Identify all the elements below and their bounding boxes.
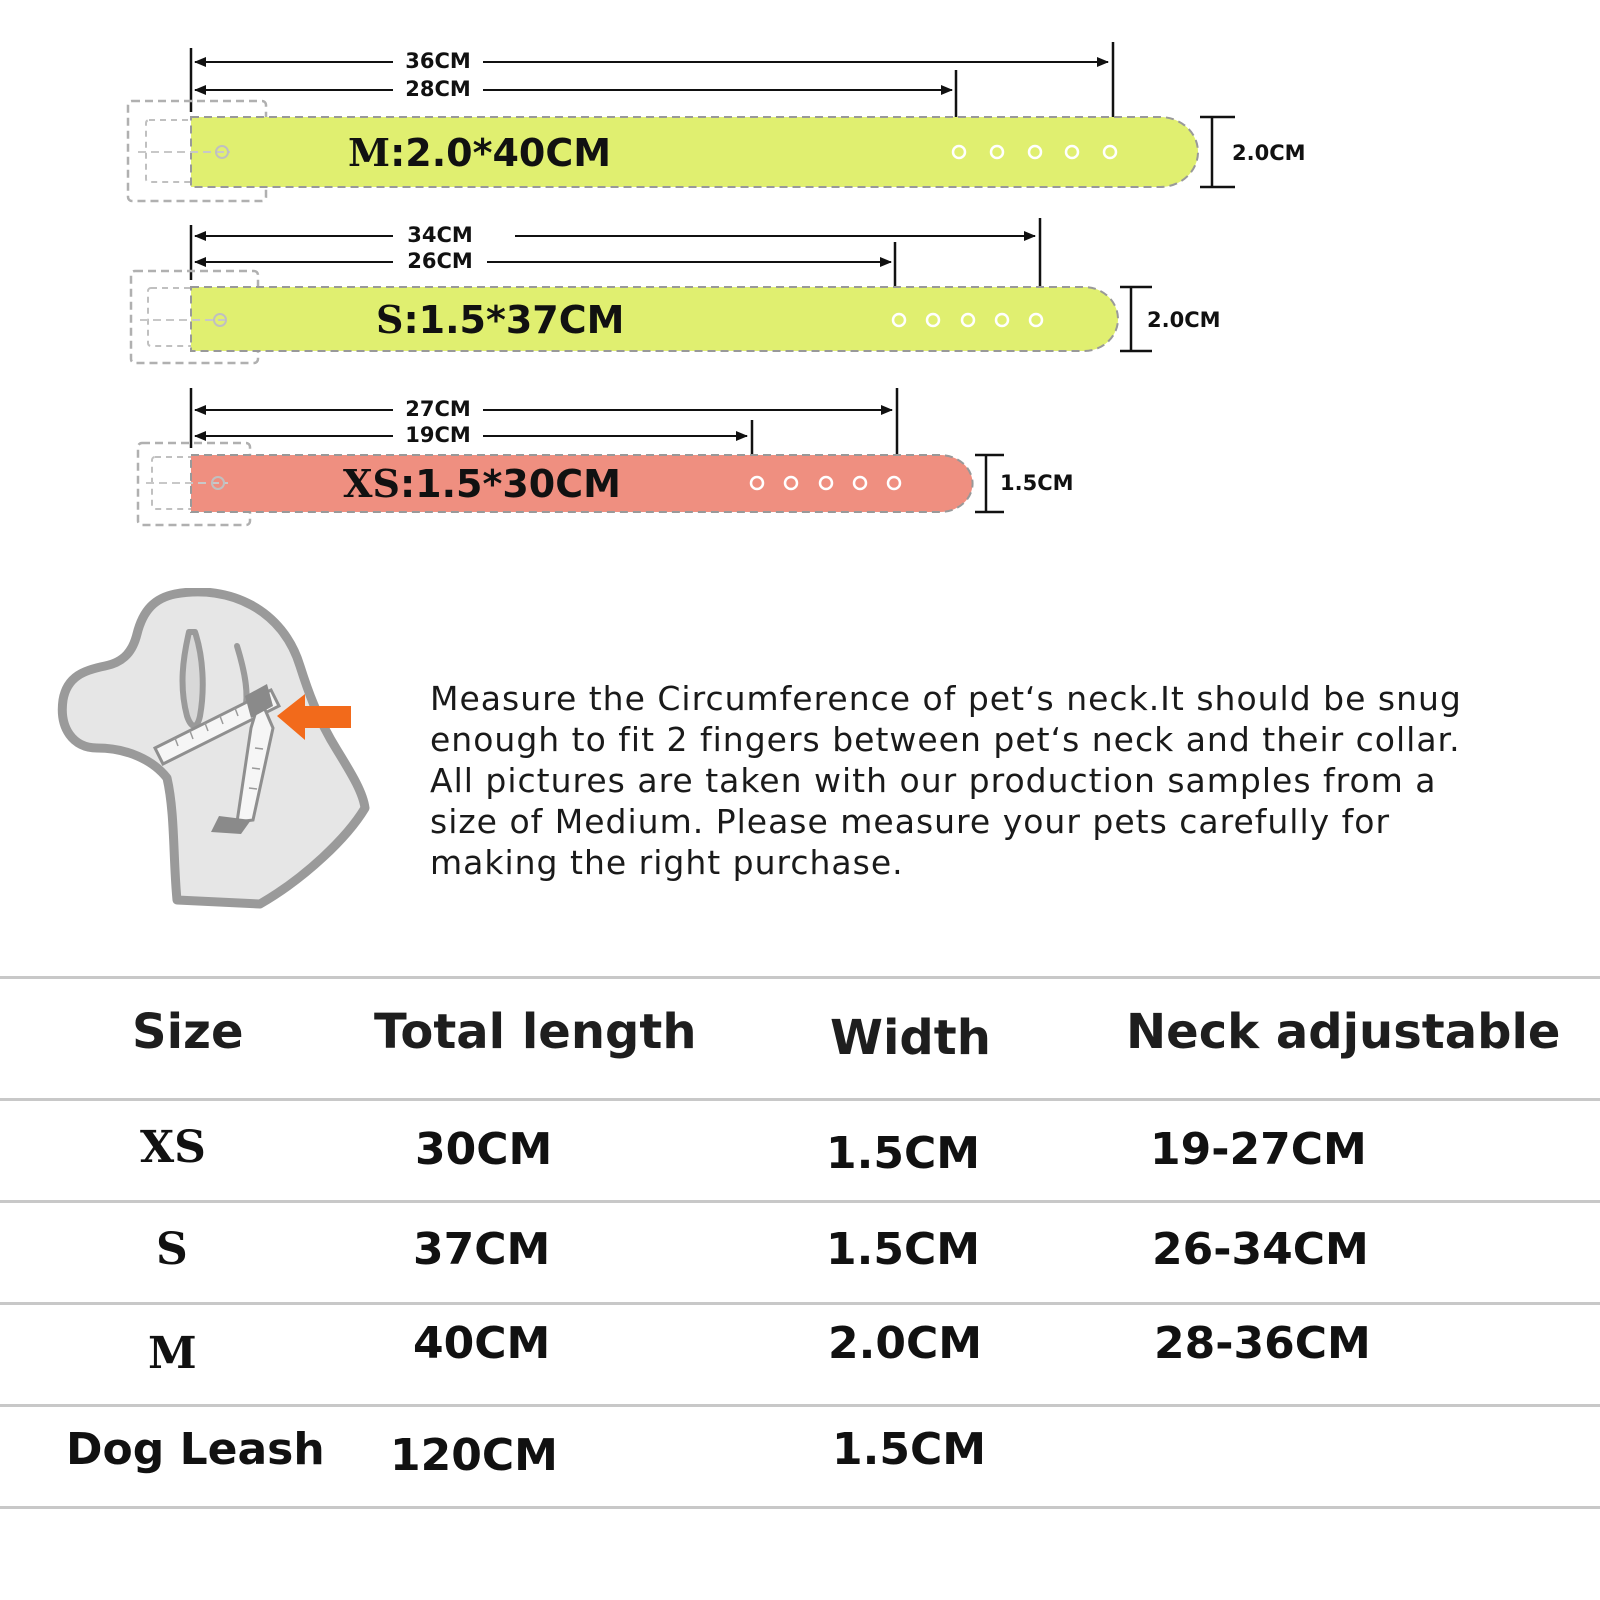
m-spec: :2.0*40CM	[390, 131, 611, 175]
row-leash-length: 120CM	[390, 1430, 558, 1481]
xs-width-label: 1.5CM	[1000, 471, 1074, 495]
dog-neck-measure-icon	[57, 588, 370, 909]
m-width-label: 2.0CM	[1232, 141, 1306, 165]
table-divider	[0, 1404, 1600, 1407]
instruction-line: All pictures are taken with our producti…	[430, 761, 1437, 800]
m-collar-label: M:2.0*40CM	[348, 130, 611, 175]
row-xs-neck: 19-27CM	[1150, 1124, 1367, 1175]
m-strap-holes	[951, 144, 1118, 160]
xs-collar-label: XS:1.5*30CM	[343, 461, 621, 506]
collar-diagram: 36CM 28CM M:2.0*40CM 2.0CM	[126, 42, 1306, 527]
xs-collar-strap	[190, 454, 974, 513]
collar-m: 36CM 28CM M:2.0*40CM 2.0CM	[126, 42, 1306, 203]
row-s-length: 37CM	[413, 1224, 551, 1275]
s-outer-dim-label: 34CM	[407, 223, 473, 247]
row-s-size: S	[156, 1224, 188, 1275]
instruction-line: Measure the Circumference of pet‘s neck.…	[430, 679, 1462, 718]
row-leash-width: 1.5CM	[832, 1424, 987, 1475]
header-total-length: Total length	[374, 1004, 697, 1060]
row-s-width: 1.5CM	[826, 1224, 981, 1275]
row-leash-size: Dog Leash	[66, 1424, 325, 1475]
size-table: Size Total length Width Neck adjustable …	[0, 976, 1600, 1509]
instruction-line: size of Medium. Please measure your pets…	[430, 802, 1391, 841]
row-m-neck: 28-36CM	[1154, 1318, 1371, 1369]
table-divider	[0, 1098, 1600, 1101]
table-divider	[0, 976, 1600, 979]
s-spec: :1.5*37CM	[403, 298, 624, 342]
s-width-label: 2.0CM	[1147, 308, 1221, 332]
table-divider	[0, 1200, 1600, 1203]
row-m-length: 40CM	[413, 1318, 551, 1369]
header-neck-adjustable: Neck adjustable	[1126, 1004, 1561, 1060]
instruction-line: enough to fit 2 fingers between pet‘s ne…	[430, 720, 1461, 759]
row-xs-width: 1.5CM	[826, 1128, 981, 1179]
row-m-width: 2.0CM	[828, 1318, 983, 1369]
s-collar-label: S:1.5*37CM	[376, 297, 624, 342]
row-m-size: M	[148, 1328, 197, 1379]
s-collar-strap	[190, 286, 1119, 352]
m-inner-dim-label: 28CM	[405, 77, 471, 101]
xs-strap-holes	[749, 475, 902, 491]
table-divider	[0, 1302, 1600, 1305]
row-s-neck: 26-34CM	[1152, 1224, 1369, 1275]
header-size: Size	[132, 1004, 244, 1060]
collar-xs: 27CM 19CM XS:1.5*30CM 1.5CM	[136, 388, 1074, 527]
row-xs-size: XS	[140, 1122, 206, 1173]
instruction-line: making the right purchase.	[430, 843, 904, 882]
s-size-letter: S	[376, 297, 403, 342]
measure-instructions: Measure the Circumference of pet‘s neck.…	[430, 678, 1580, 883]
header-width: Width	[830, 1010, 991, 1066]
s-inner-dim-label: 26CM	[407, 249, 473, 273]
xs-outer-dim-label: 27CM	[405, 397, 471, 421]
table-divider	[0, 1506, 1600, 1509]
m-size-letter: M	[348, 130, 390, 175]
m-collar-strap	[190, 116, 1199, 188]
m-outer-dim-label: 36CM	[405, 49, 471, 73]
xs-spec: :1.5*30CM	[400, 462, 621, 506]
collar-s: 34CM 26CM S:1.5*37CM 2.0CM	[129, 218, 1221, 365]
s-buckle	[129, 269, 260, 365]
row-xs-length: 30CM	[415, 1124, 553, 1175]
s-strap-holes	[891, 312, 1044, 328]
xs-inner-dim-label: 19CM	[405, 423, 471, 447]
xs-size-letter: XS	[343, 461, 400, 506]
